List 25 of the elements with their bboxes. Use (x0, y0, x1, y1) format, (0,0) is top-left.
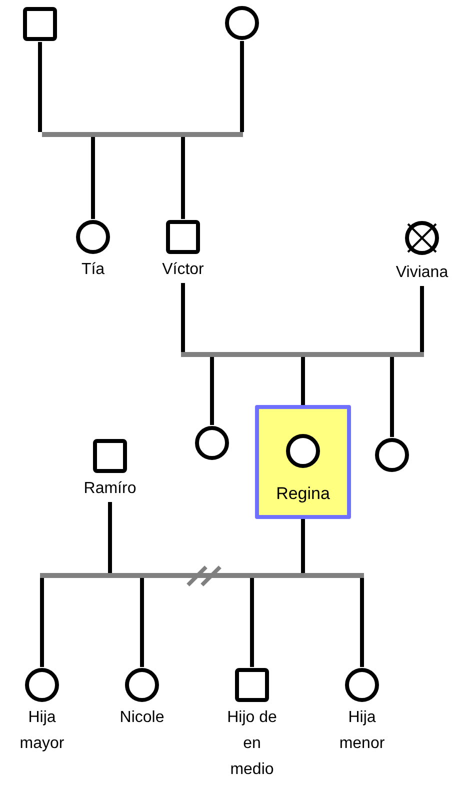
connector-line (181, 137, 185, 219)
connector-line (250, 578, 254, 667)
connector-line (140, 578, 144, 667)
connector-line (91, 137, 95, 219)
connector-line (420, 286, 424, 352)
connector-line (301, 357, 305, 405)
connector-line (390, 357, 394, 437)
person-name: Nicole (118, 708, 166, 728)
connector-line (210, 357, 214, 425)
person-name: Ramíro (82, 479, 138, 499)
connector-line (360, 578, 364, 667)
person-name: Viviana (394, 263, 450, 283)
connector-line (38, 42, 42, 132)
person-name: Hijo de en medio (226, 708, 278, 780)
person-name: Víctor (161, 260, 205, 280)
connector-line (40, 578, 44, 667)
connector-line (301, 519, 305, 573)
person-name: Tía (80, 260, 106, 280)
person-name: Hija menor (338, 708, 386, 754)
connector-line (108, 502, 112, 573)
person-name: Hija mayor (18, 708, 66, 754)
connector-line (181, 283, 185, 352)
connector-line (240, 41, 244, 132)
highlight-card (255, 405, 351, 519)
person-name: Regina (276, 483, 330, 505)
